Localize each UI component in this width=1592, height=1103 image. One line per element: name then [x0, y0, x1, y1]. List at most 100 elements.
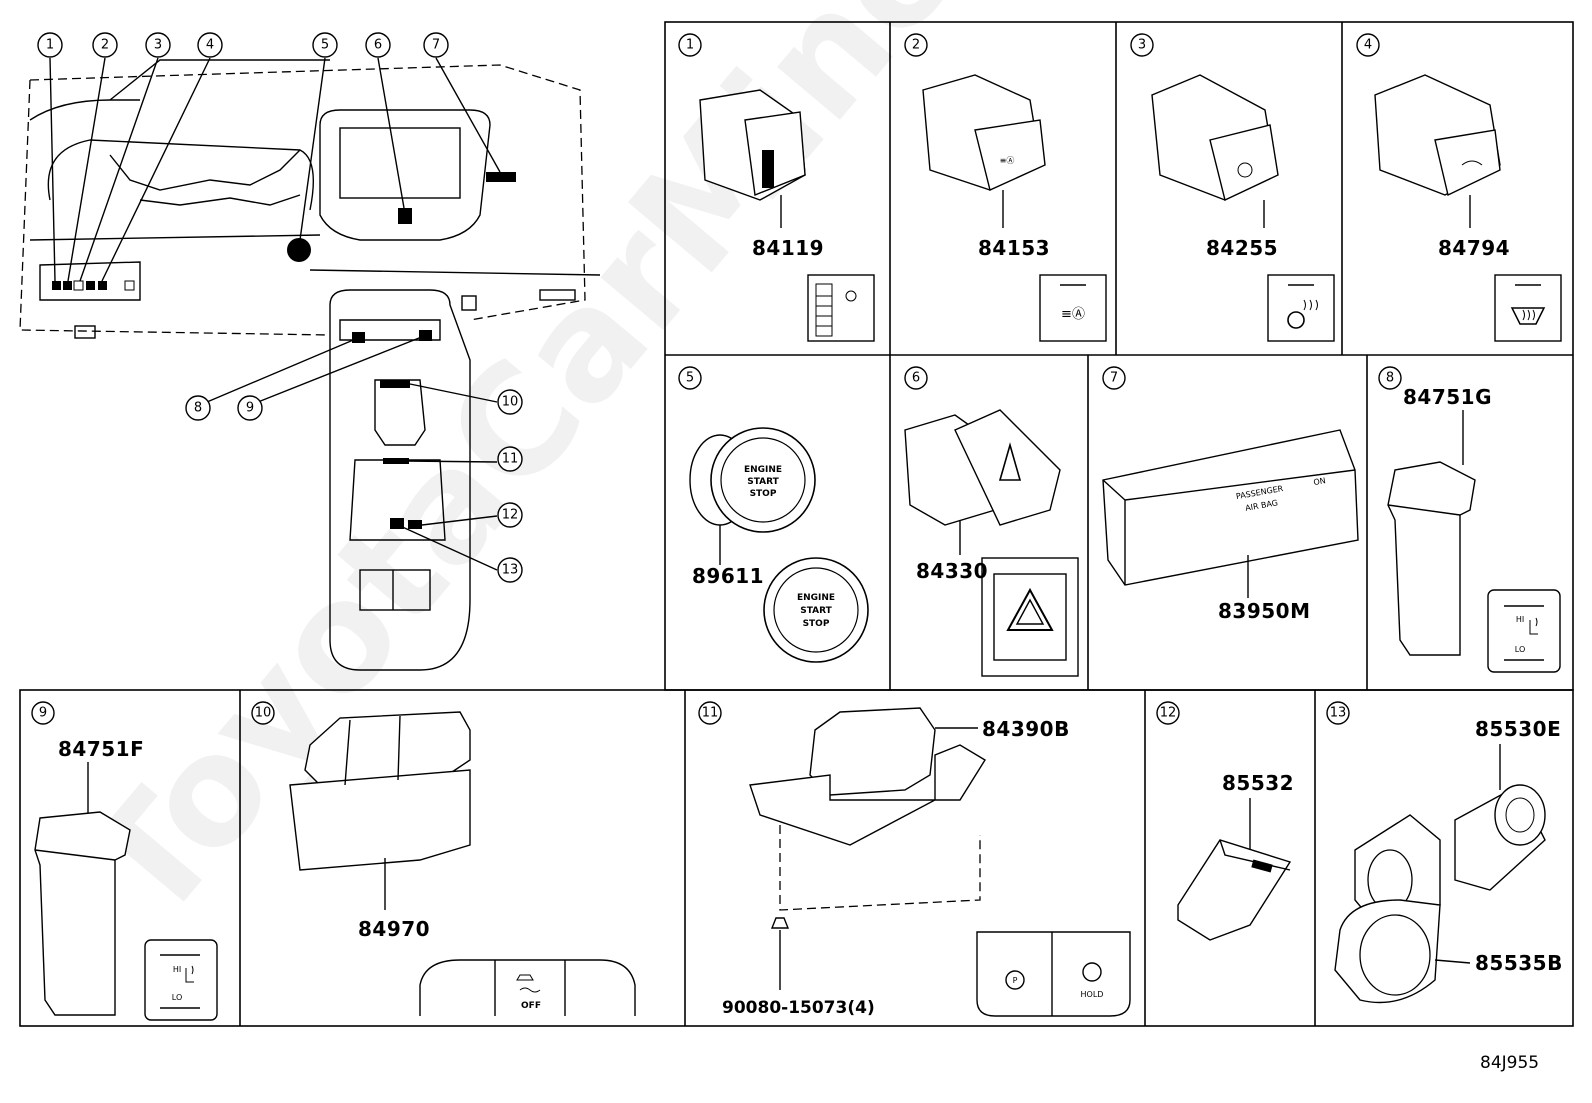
- svg-text:9: 9: [39, 706, 47, 721]
- panel-4: 4 84794: [1356, 33, 1562, 342]
- panel-8: 8 84751G HI LO: [1378, 366, 1561, 673]
- panel-2: 2 ≡Ⓐ 84153 ≡Ⓐ: [904, 33, 1107, 342]
- svg-text:10: 10: [255, 706, 272, 721]
- part-number: 84153: [978, 236, 1050, 260]
- part-number: 84119: [752, 236, 824, 260]
- auto-lamp-icon: ≡Ⓐ: [1061, 307, 1085, 322]
- svg-text:7: 7: [1110, 371, 1118, 386]
- callout-1: 1: [37, 32, 63, 58]
- heated-steering-icon: [1287, 299, 1318, 329]
- callout-8: 8: [185, 395, 211, 421]
- svg-text:5: 5: [686, 371, 694, 386]
- svg-text:LO: LO: [172, 993, 182, 1002]
- part-number: 90080-15073(4): [722, 998, 875, 1018]
- callout-5: 5: [312, 32, 338, 58]
- dashboard-overview: [19, 57, 601, 671]
- svg-text:HI: HI: [173, 965, 181, 974]
- part-number: 84794: [1438, 236, 1510, 260]
- part-number: 89611: [692, 564, 764, 588]
- svg-text:ON: ON: [1313, 476, 1327, 487]
- callout-10: 10: [497, 389, 523, 415]
- svg-text:6: 6: [912, 371, 920, 386]
- svg-text:≡Ⓐ: ≡Ⓐ: [1000, 156, 1015, 165]
- svg-text:9: 9: [246, 401, 254, 416]
- svg-text:3: 3: [1138, 38, 1146, 53]
- svg-text:1: 1: [46, 38, 54, 53]
- callout-7: 7: [423, 32, 449, 58]
- svg-text:3: 3: [154, 38, 162, 53]
- part-number: 84390B: [982, 717, 1070, 741]
- panel-1: 1 84119: [678, 33, 875, 342]
- parking-brake-hold-icon: P HOLD: [976, 931, 1131, 1017]
- panel-9: 9 84751F HI LO: [31, 701, 218, 1021]
- panel-grid: [19, 21, 1574, 1027]
- svg-text:ENGINE: ENGINE: [744, 465, 782, 475]
- svg-text:OFF: OFF: [521, 1001, 541, 1011]
- svg-text:2: 2: [101, 38, 109, 53]
- dial-icon: [815, 283, 857, 337]
- svg-text:12: 12: [1160, 706, 1177, 721]
- svg-text:13: 13: [1330, 706, 1347, 721]
- svg-text:ENGINE: ENGINE: [797, 593, 835, 603]
- callout-2: 2: [92, 32, 118, 58]
- seat-heater-switch-icon: HI LO: [1487, 589, 1561, 673]
- svg-text:4: 4: [206, 38, 214, 53]
- svg-text:8: 8: [1386, 371, 1394, 386]
- svg-text:STOP: STOP: [803, 619, 830, 629]
- panel-10: 10 84970 OFF: [251, 701, 636, 1016]
- svg-text:START: START: [800, 606, 832, 616]
- part-number: 83950M: [1218, 599, 1310, 623]
- panel-7: 7 PASSENGER AIR BAG ON 83950M: [1102, 366, 1359, 623]
- svg-text:11: 11: [502, 452, 519, 467]
- svg-text:7: 7: [432, 38, 440, 53]
- panel-3: 3 84255: [1130, 33, 1335, 342]
- engine-start-stop-icon: ENGINE START STOP: [763, 557, 869, 663]
- callout-3: 3: [145, 32, 171, 58]
- svg-text:12: 12: [502, 508, 519, 523]
- part-number: 85530E: [1475, 717, 1561, 741]
- defroster-icon: [1510, 307, 1546, 325]
- diagram-code: 84J955: [1480, 1053, 1539, 1073]
- svg-text:START: START: [747, 477, 779, 487]
- panel-12: 12 85532: [1156, 701, 1294, 941]
- traction-control-off-icon: OFF: [419, 959, 636, 1016]
- part-number: 84970: [358, 917, 430, 941]
- callout-11: 11: [497, 446, 523, 472]
- part-number: 85535B: [1475, 951, 1563, 975]
- part-number: 84330: [916, 559, 988, 583]
- svg-text:HI: HI: [1516, 615, 1524, 624]
- panel-6: 6 84330: [904, 366, 1079, 677]
- svg-text:P: P: [1013, 976, 1018, 985]
- seat-heater-switch-icon: HI LO: [144, 939, 218, 1021]
- svg-text:13: 13: [502, 563, 519, 578]
- svg-text:STOP: STOP: [750, 489, 777, 499]
- svg-text:HOLD: HOLD: [1081, 990, 1104, 999]
- svg-text:LO: LO: [1515, 645, 1525, 654]
- svg-text:4: 4: [1364, 38, 1372, 53]
- svg-text:6: 6: [374, 38, 382, 53]
- panel-13: 13 85530E 85535B: [1326, 701, 1563, 1004]
- callout-13: 13: [497, 557, 523, 583]
- svg-text:11: 11: [702, 706, 719, 721]
- panel-5: 5 ENGINE START STOP 89611 ENGINE START S…: [678, 366, 869, 663]
- svg-text:10: 10: [502, 395, 519, 410]
- engine-start-button-part: ENGINE START STOP: [689, 427, 816, 533]
- callout-4: 4: [197, 32, 223, 58]
- hazard-icon: [981, 557, 1079, 677]
- part-number: 84751F: [58, 737, 144, 761]
- socket-lid-part: [1334, 814, 1441, 1004]
- callout-9: 9: [237, 395, 263, 421]
- panel-11: 11 84390B 90080-15073(4) P HOLD: [698, 701, 1131, 1018]
- svg-text:2: 2: [912, 38, 920, 53]
- part-number: 84255: [1206, 236, 1278, 260]
- overview-callouts: 1 2 3 4 5 6 7 8 9 10 11 12 13: [37, 32, 523, 583]
- part-number: 85532: [1222, 771, 1294, 795]
- part-number: 84751G: [1403, 385, 1492, 409]
- callout-6: 6: [365, 32, 391, 58]
- svg-text:1: 1: [686, 38, 694, 53]
- svg-text:5: 5: [321, 38, 329, 53]
- power-outlet-part: [1454, 784, 1546, 891]
- svg-text:8: 8: [194, 401, 202, 416]
- callout-12: 12: [497, 502, 523, 528]
